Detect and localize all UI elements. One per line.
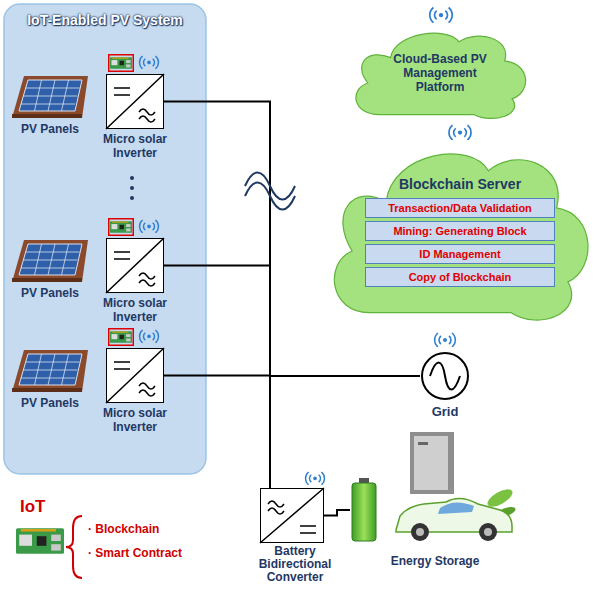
pv-panel-picture bbox=[10, 234, 90, 284]
inverter-label: Micro solar Inverter bbox=[92, 296, 178, 324]
grid-label: Grid bbox=[415, 404, 475, 419]
pv-system-region bbox=[4, 4, 206, 474]
function-label: Transaction/Data Validation bbox=[388, 201, 532, 215]
panel-label: PV Panels bbox=[10, 286, 90, 300]
bbox-node: Transaction/Data Validation bbox=[365, 198, 555, 218]
wireless-icon bbox=[138, 328, 160, 343]
panel-label: PV Panels bbox=[10, 396, 90, 410]
wireless-icon bbox=[433, 331, 457, 347]
server-title: Blockchain Server bbox=[318, 176, 602, 192]
wireless-icon bbox=[138, 218, 160, 233]
wireless-icon bbox=[430, 8, 452, 23]
panel-label: PV Panels bbox=[10, 122, 90, 136]
inverter-box bbox=[106, 348, 164, 403]
storage-picture bbox=[388, 428, 518, 550]
converter-label: Battery Bidirectional Converter bbox=[250, 545, 340, 584]
panel-node: PV Panels bbox=[10, 344, 90, 412]
raspberry-pi-icon bbox=[108, 328, 134, 346]
converter-box bbox=[260, 488, 324, 543]
inverter-symbol bbox=[106, 348, 164, 403]
bbox-node: Mining: Generating Block bbox=[365, 221, 555, 241]
inverter-box bbox=[106, 74, 164, 129]
function-label: ID Management bbox=[419, 247, 500, 261]
converter-symbol bbox=[260, 488, 324, 543]
legend-text: · Blockchain bbox=[88, 522, 159, 536]
raspberry-pi-icon bbox=[108, 54, 134, 72]
storage-label: Energy Storage bbox=[350, 554, 520, 568]
raspberry-pi-icon bbox=[108, 218, 134, 236]
inverter-node: Micro solar Inverter bbox=[92, 52, 178, 162]
wireless-icon bbox=[304, 470, 326, 485]
power-wire bbox=[270, 376, 420, 488]
bracket bbox=[66, 516, 82, 578]
cloud-label: Cloud-Based PV Management Platform bbox=[385, 52, 495, 94]
conv-node: Battery Bidirectional Converter bbox=[250, 470, 340, 588]
power-wire bbox=[324, 510, 350, 516]
bbox-node: ID Management bbox=[365, 244, 555, 264]
inverter-box bbox=[106, 238, 164, 293]
function-label: Mining: Generating Block bbox=[393, 224, 526, 238]
pv-panel-picture bbox=[10, 344, 90, 394]
inverter-label: Micro solar Inverter bbox=[92, 132, 178, 160]
inverter-symbol bbox=[106, 238, 164, 293]
panel-node: PV Panels bbox=[10, 70, 90, 138]
battery-icon bbox=[350, 478, 378, 542]
inverter-label: Micro solar Inverter bbox=[92, 406, 178, 434]
grid-symbol bbox=[420, 351, 470, 401]
inverter-node: Micro solar Inverter bbox=[92, 326, 178, 436]
pv-panel-picture bbox=[10, 70, 90, 120]
inverter-symbol bbox=[106, 74, 164, 129]
region-title: IoT-Enabled PV System bbox=[4, 12, 206, 28]
wireless-icon bbox=[138, 54, 160, 69]
cloud-node: Cloud-Based PV Management Platform bbox=[345, 26, 535, 121]
function-label: Copy of Blockchain bbox=[409, 270, 512, 284]
region-node: IoT-Enabled PV SystemPV PanelsMicro sola… bbox=[4, 4, 206, 474]
legend-text: · Smart Contract bbox=[88, 546, 182, 560]
wireless-icon bbox=[449, 125, 471, 140]
storage-node: Energy Storage bbox=[350, 428, 520, 574]
panel-node: PV Panels bbox=[10, 234, 90, 302]
raspberry-pi-icon bbox=[16, 528, 64, 554]
ac-symbol bbox=[245, 173, 295, 210]
bcloud-node: Blockchain ServerTransaction/Data Valida… bbox=[318, 140, 602, 325]
grid-node: Grid bbox=[415, 331, 475, 423]
legend-text: IoT bbox=[20, 497, 46, 517]
bbox-node: Copy of Blockchain bbox=[365, 267, 555, 287]
inverter-node: Micro solar Inverter bbox=[92, 216, 178, 326]
continuation-dots bbox=[130, 176, 134, 200]
